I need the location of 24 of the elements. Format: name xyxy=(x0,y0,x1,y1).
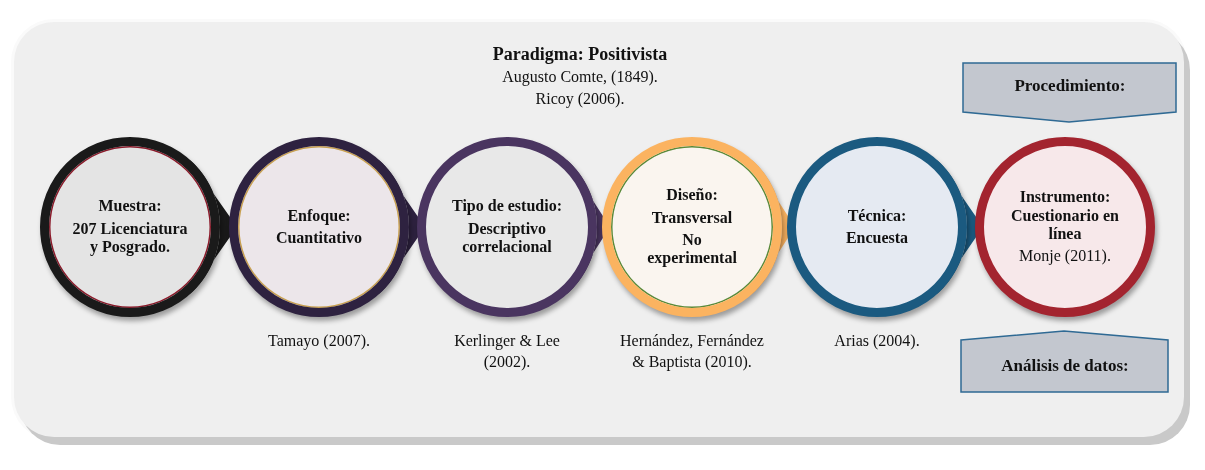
citation-text: Tamayo (2007). xyxy=(267,331,371,352)
citation-text: Ricoy (2006). xyxy=(534,90,626,108)
node-text: Descriptivo correlacional xyxy=(461,219,553,257)
node-heading: Técnica: xyxy=(847,206,907,225)
paradigm-heading: Paradigma: Positivista xyxy=(491,44,669,65)
node-text: Encuesta xyxy=(845,229,909,248)
pentagon-box xyxy=(960,330,1170,394)
citation-text: Monje (2011). xyxy=(1019,247,1111,266)
citation-text: Hernández, Fernández & Baptista (2010). xyxy=(619,331,765,373)
citation-text: Arias (2004). xyxy=(833,331,921,352)
node-text: No experimental xyxy=(646,231,738,268)
node-text: Transversal xyxy=(651,208,733,227)
node-heading: Muestra: xyxy=(98,197,162,216)
citation-text: Kerlinger & Lee (2002). xyxy=(453,331,561,373)
node-heading: Análisis de datos: xyxy=(1001,356,1129,376)
node-text: 207 Licenciatura y Posgrado. xyxy=(72,219,188,257)
node-heading: Tipo de estudio: xyxy=(452,197,562,216)
node-text: Cuantitativo xyxy=(275,229,363,248)
node-heading: Instrumento: Cuestionario en línea xyxy=(1010,188,1120,244)
citation-text: Augusto Comte, (1849). xyxy=(501,68,659,86)
node-heading: Procedimiento: xyxy=(1014,76,1126,96)
node-heading: Diseño: xyxy=(666,186,718,205)
pentagon-box xyxy=(962,62,1178,124)
node-heading: Enfoque: xyxy=(287,206,351,225)
